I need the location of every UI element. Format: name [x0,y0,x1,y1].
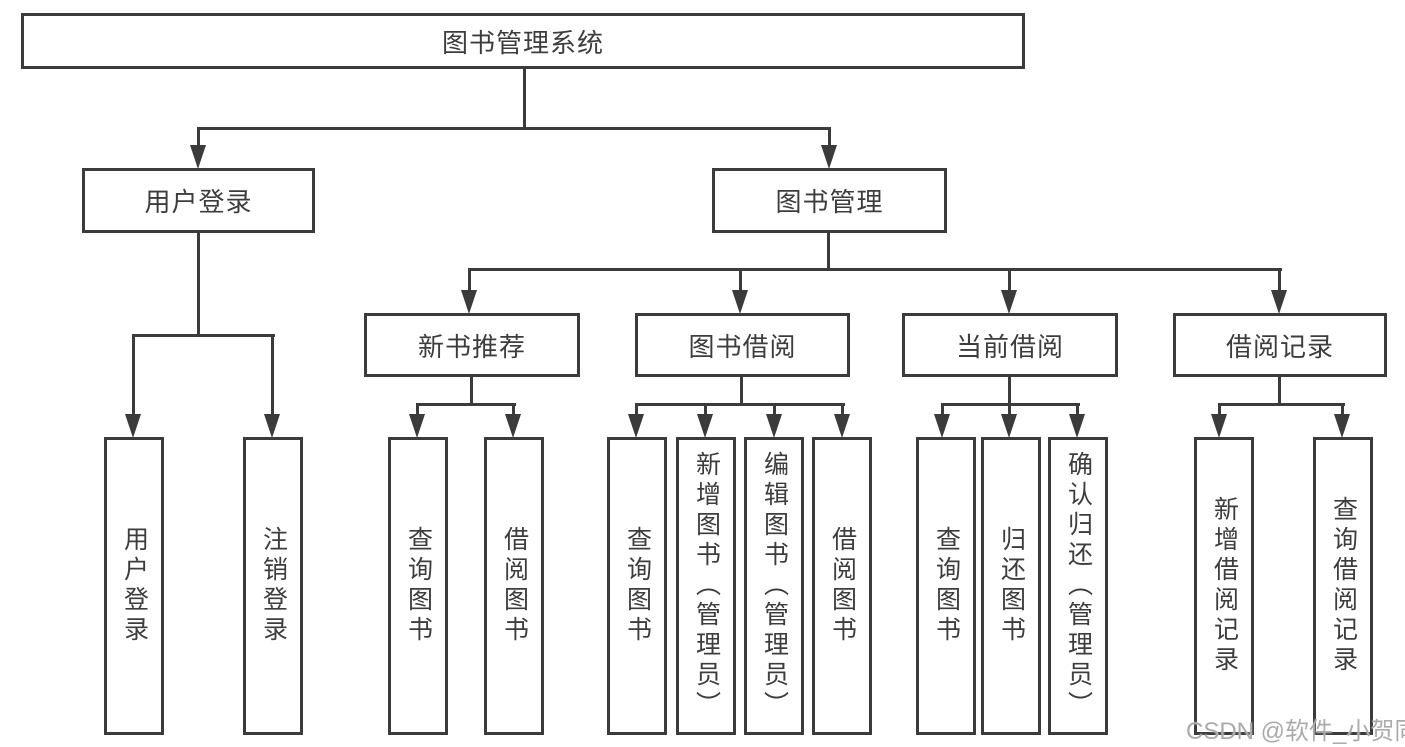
node-book-borrow: 图书借阅 [635,313,850,377]
node-current-borrow-label: 当前借阅 [955,331,1064,362]
connector-line [1278,377,1281,406]
connector-line [1218,403,1345,406]
leaf-logout-label: 注销登录 [259,526,288,646]
arrowhead-icon [125,414,141,438]
arrowhead-icon [461,290,477,314]
leaf-confirm-return-admin: 确认归还（管理员） [1048,437,1108,735]
leaf-add-books-admin-label: 新增图书（管理员） [692,451,721,721]
leaf-query-books-recommend: 查询图书 [388,437,448,735]
connector-line [841,403,844,416]
node-root-label: 图书管理系统 [441,27,604,58]
leaf-add-books-admin: 新增图书（管理员） [676,437,736,735]
connector-line [197,233,200,337]
csdn-watermark: CSDN @软件_小贺同学 [1186,718,1405,745]
node-book-management-label: 图书管理 [775,187,884,217]
leaf-add-borrow-record-label: 新增借阅记录 [1210,496,1239,676]
connector-line [132,334,275,337]
node-book-borrow-label: 图书借阅 [688,331,797,362]
connector-line [1341,403,1344,416]
connector-line [132,334,135,416]
node-user-login: 用户登录 [82,168,315,233]
leaf-borrow-books-borrow-label: 借阅图书 [828,526,857,646]
leaf-query-books-borrow: 查询图书 [607,437,667,735]
leaf-borrow-books-recommend: 借阅图书 [484,437,544,735]
leaf-user-login: 用户登录 [104,437,164,735]
leaf-edit-books-admin: 编辑图书（管理员） [744,437,804,735]
leaf-query-books-borrow-label: 查询图书 [623,526,652,646]
connector-line [1008,377,1011,406]
leaf-return-books-label: 归还图书 [997,526,1026,646]
node-book-management: 图书管理 [712,168,947,233]
connector-line [635,403,845,406]
connector-line [1008,403,1011,416]
connector-line [512,403,515,416]
leaf-query-books-current: 查询图书 [916,437,976,735]
leaf-confirm-return-admin-label: 确认归还（管理员） [1064,451,1093,721]
node-borrow-records-label: 借阅记录 [1225,331,1334,362]
connector-line [941,403,944,416]
arrowhead-icon [409,414,425,438]
connector-line [1218,403,1221,416]
arrowhead-icon [732,290,748,314]
leaf-edit-books-admin-label: 编辑图书（管理员） [760,451,789,721]
arrowhead-icon [1069,414,1085,438]
node-new-book-recommend: 新书推荐 [364,313,580,377]
leaf-logout: 注销登录 [243,437,303,735]
arrowhead-icon [505,414,521,438]
node-current-borrow: 当前借阅 [902,313,1118,377]
connector-line [827,233,830,271]
arrowhead-icon [821,145,837,169]
connector-line [197,127,831,130]
connector-line [740,377,743,406]
connector-line [271,334,274,416]
leaf-borrow-books-recommend-label: 借阅图书 [500,526,529,646]
connector-line [1278,268,1281,292]
arrowhead-icon [628,414,644,438]
connector-line [197,127,200,147]
arrowhead-icon [1001,414,1017,438]
arrowhead-icon [1334,414,1350,438]
arrowhead-icon [1271,290,1287,314]
node-root: 图书管理系统 [21,13,1025,69]
connector-line [416,403,516,406]
node-borrow-records: 借阅记录 [1173,313,1387,377]
connector-line [1008,268,1011,292]
leaf-user-login-label: 用户登录 [120,526,149,646]
connector-line [416,403,419,416]
arrowhead-icon [834,414,850,438]
node-new-book-recommend-label: 新书推荐 [417,331,526,362]
connector-line [1076,403,1079,416]
connector-line [704,403,707,416]
connector-line [523,68,526,128]
connector-line [828,127,831,147]
arrowhead-icon [1211,414,1227,438]
leaf-return-books: 归还图书 [981,437,1041,735]
arrowhead-icon [766,414,782,438]
arrowhead-icon [190,145,206,169]
arrowhead-icon [264,414,280,438]
connector-line [468,268,471,292]
connector-line [470,377,473,406]
connector-line [635,403,638,416]
arrowhead-icon [934,414,950,438]
connector-line [468,268,1282,271]
leaf-add-borrow-record: 新增借阅记录 [1194,437,1254,735]
leaf-query-books-current-label: 查询图书 [932,526,961,646]
arrowhead-icon [1001,290,1017,314]
leaf-query-borrow-record: 查询借阅记录 [1313,437,1373,735]
leaf-query-books-recommend-label: 查询图书 [404,526,433,646]
node-user-login-label: 用户登录 [144,187,253,217]
arrowhead-icon [697,414,713,438]
connector-line [739,268,742,292]
connector-line [773,403,776,416]
leaf-query-borrow-record-label: 查询借阅记录 [1329,496,1358,676]
leaf-borrow-books-borrow: 借阅图书 [812,437,872,735]
